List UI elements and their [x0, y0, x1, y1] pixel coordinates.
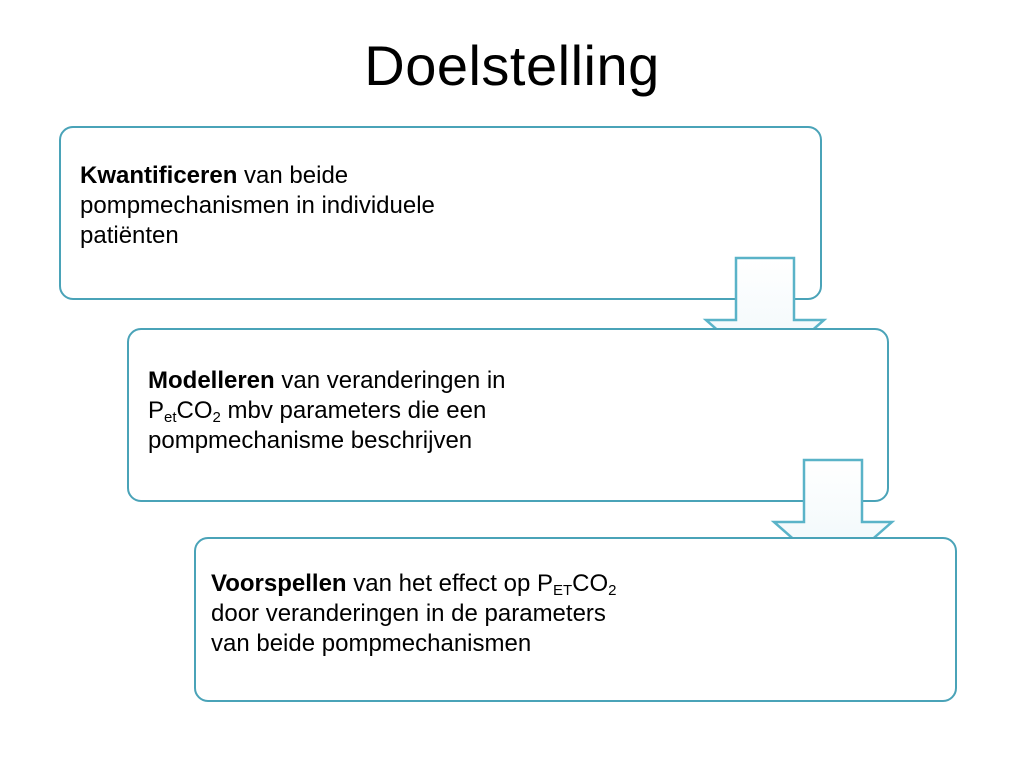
- formula-co: CO: [176, 397, 213, 424]
- step-line: pompmechanisme beschrijven: [148, 427, 473, 454]
- step-keyword: Modelleren: [148, 367, 275, 394]
- slide-title: Doelstelling: [364, 34, 660, 97]
- step-text-voorspellen: Voorspellen van het effect op PETCO2 doo…: [211, 569, 771, 659]
- formula-p-subscript: et: [164, 409, 177, 426]
- formula-p-subscript: ET: [552, 582, 573, 599]
- formula-p: P: [536, 570, 553, 597]
- step-box-voorspellen: Voorspellen van het effect op PETCO2 doo…: [194, 537, 957, 702]
- step-box-modelleren: Modelleren van veranderingen in PetCO2 m…: [127, 328, 889, 502]
- step-line: van beide: [244, 162, 349, 189]
- step-line: mbv parameters die een: [227, 397, 487, 424]
- step-keyword: Kwantificeren: [80, 162, 238, 189]
- step-keyword: Voorspellen: [211, 570, 347, 597]
- formula-p: P: [148, 397, 165, 424]
- formula-co-subscript: 2: [608, 582, 617, 599]
- step-box-kwantificeren: Kwantificeren van beide pompmechanismen …: [59, 126, 822, 300]
- step-line: door veranderingen in de parameters: [211, 600, 606, 627]
- step-line: van het effect op: [353, 570, 531, 597]
- step-line: van veranderingen in: [281, 367, 506, 394]
- step-text-kwantificeren: Kwantificeren van beide pompmechanismen …: [80, 161, 600, 251]
- step-line: pompmechanismen in individuele: [80, 192, 435, 219]
- step-line: patiënten: [80, 222, 179, 249]
- formula-co-subscript: 2: [212, 409, 221, 426]
- step-text-modelleren: Modelleren van veranderingen in PetCO2 m…: [148, 366, 668, 456]
- step-line: van beide pompmechanismen: [211, 630, 532, 657]
- formula-co: CO: [572, 570, 609, 597]
